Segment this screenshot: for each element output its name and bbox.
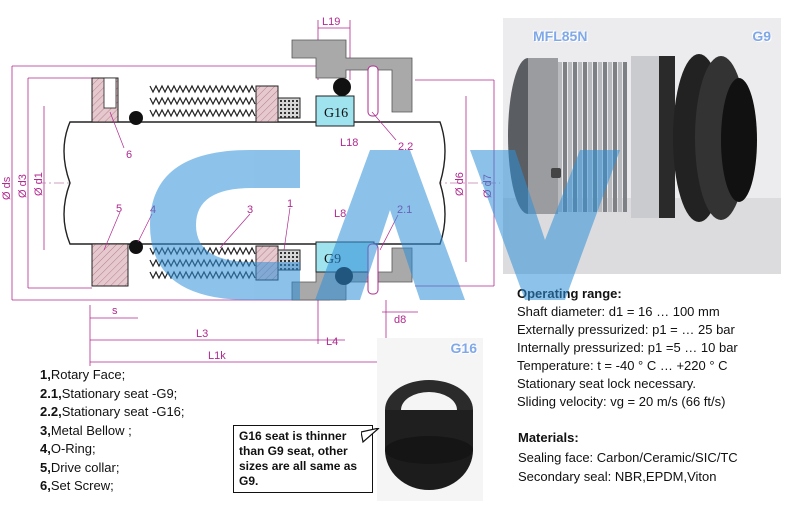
parts-list-text: Metal Bellow ; bbox=[50, 422, 132, 438]
parts-list-number: 4, bbox=[40, 441, 51, 456]
seat-note: G16 seat is thinner than G9 seat, other … bbox=[233, 425, 373, 493]
callout-5: 5 bbox=[116, 203, 122, 215]
photo-label-g16: G16 bbox=[450, 340, 477, 356]
stationary-seat-g16 bbox=[315, 95, 355, 127]
dim-ds: Ø ds bbox=[1, 176, 13, 200]
anti-rotation-pin-bottom bbox=[367, 243, 379, 295]
parts-list-number: 3, bbox=[40, 422, 51, 438]
seat-label-top: G16 bbox=[324, 106, 348, 121]
dim-l19: L19 bbox=[322, 16, 340, 28]
parts-list-item: 6,Set Screw; bbox=[40, 477, 185, 496]
dim-d1: Ø d1 bbox=[33, 172, 45, 196]
note-pointer bbox=[361, 428, 380, 444]
metal-bellow-top bbox=[149, 84, 256, 118]
operating-range-line: Stationary seat lock necessary. bbox=[517, 376, 696, 391]
parts-list-number: 2.2, bbox=[40, 404, 62, 419]
dim-l18: L18 bbox=[340, 137, 358, 149]
materials-line: Sealing face: Carbon/Ceramic/SIC/TC bbox=[518, 449, 738, 465]
operating-range-line: Externally pressurized: p1 = … 25 bar bbox=[517, 322, 735, 337]
o-ring-bottom bbox=[129, 240, 143, 254]
g16-seat-illustration bbox=[377, 338, 483, 501]
anti-rotation-pin-top bbox=[367, 65, 379, 117]
materials-title: Materials: bbox=[518, 430, 579, 445]
face-holder-top bbox=[255, 85, 279, 123]
materials-line: Secondary seal: NBR,EPDM,Viton bbox=[518, 469, 717, 484]
parts-list-item: 5,Drive collar; bbox=[40, 459, 185, 478]
parts-list-item: 4,O-Ring; bbox=[40, 440, 185, 459]
face-holder-bottom bbox=[255, 245, 279, 281]
operating-range-line: Sliding velocity: vg = 20 m/s (66 ft/s) bbox=[517, 394, 726, 409]
product-photo-g16: G16 bbox=[377, 338, 483, 501]
callout-2-2: 2.2 bbox=[398, 141, 413, 153]
parts-list-item: 3,Metal Bellow ; bbox=[40, 422, 185, 441]
callout-4: 4 bbox=[150, 204, 156, 216]
operating-range-title: Operating range: bbox=[517, 286, 622, 301]
parts-list: 1,Rotary Face;2.1,Stationary seat -G9;2.… bbox=[40, 366, 185, 496]
metal-bellow-bottom bbox=[149, 246, 256, 280]
parts-list-number: 2.1, bbox=[40, 385, 62, 401]
parts-list-item: 1,Rotary Face; bbox=[40, 366, 185, 385]
parts-list-number: 1, bbox=[40, 367, 51, 382]
rotary-face-top bbox=[277, 97, 301, 119]
seat-o-ring-bottom bbox=[335, 267, 353, 285]
rotary-face-bottom bbox=[277, 249, 301, 271]
dim-l3: L3 bbox=[196, 328, 208, 340]
dim-d8: d8 bbox=[394, 314, 406, 326]
parts-list-text: Rotary Face; bbox=[50, 367, 126, 382]
dim-l8: L8 bbox=[334, 208, 346, 220]
operating-range-line: Internally pressurized: p1 =5 … 10 bar bbox=[517, 340, 738, 355]
drive-collar-bottom bbox=[91, 243, 129, 287]
operating-range-line: Temperature: t = -40 ° C … +220 ° C bbox=[517, 358, 728, 373]
product-photo-mfl85n: MFL85N G9 bbox=[503, 18, 781, 274]
callout-1: 1 bbox=[287, 198, 293, 210]
operating-range-line: Shaft diameter: d1 = 16 … 100 mm bbox=[517, 304, 720, 319]
parts-list-text: Set Screw; bbox=[50, 478, 114, 493]
set-screw-top bbox=[103, 77, 117, 109]
dim-s: s bbox=[112, 305, 118, 317]
dim-d6: Ø d6 bbox=[454, 172, 466, 196]
parts-list-text: Stationary seat -G16; bbox=[61, 404, 185, 419]
seat-label-bottom: G9 bbox=[324, 252, 341, 267]
callout-6: 6 bbox=[126, 149, 132, 161]
dim-l1k: L1k bbox=[208, 350, 226, 362]
seal-photo-illustration bbox=[503, 18, 781, 274]
parts-list-number: 5, bbox=[40, 459, 51, 475]
callout-3: 3 bbox=[247, 204, 253, 216]
seat-o-ring-top bbox=[333, 78, 351, 96]
photo-label-mfl85n: MFL85N bbox=[533, 28, 588, 44]
parts-list-item: 2.1,Stationary seat -G9; bbox=[40, 385, 185, 404]
dim-d3: Ø d3 bbox=[17, 174, 29, 198]
parts-list-number: 6, bbox=[40, 478, 51, 493]
dim-d7: Ø d7 bbox=[482, 174, 494, 198]
operating-range: Operating range: Shaft diameter: d1 = 16… bbox=[517, 285, 738, 411]
parts-list-text: Stationary seat -G9; bbox=[61, 385, 178, 401]
o-ring-top bbox=[129, 111, 143, 125]
photo-label-g9: G9 bbox=[752, 28, 771, 44]
materials: Materials: Sealing face: Carbon/Ceramic/… bbox=[518, 428, 738, 487]
dim-l4: L4 bbox=[326, 336, 338, 348]
parts-list-text: O-Ring; bbox=[50, 441, 96, 456]
callout-2-1: 2.1 bbox=[397, 204, 412, 216]
parts-list-item: 2.2,Stationary seat -G16; bbox=[40, 403, 185, 422]
parts-list-text: Drive collar; bbox=[50, 459, 120, 475]
housing-top bbox=[291, 39, 413, 113]
